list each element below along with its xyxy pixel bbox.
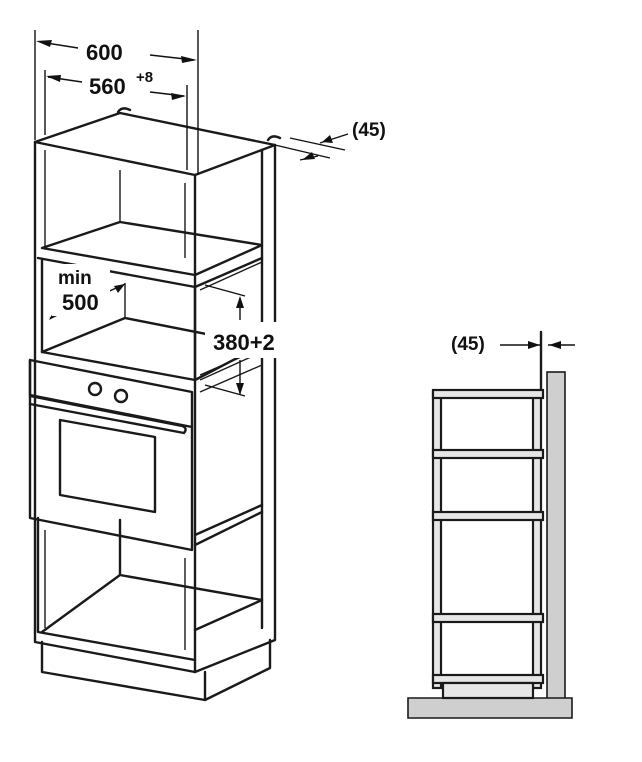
oven-window (58, 418, 157, 514)
front-panel (431, 390, 443, 690)
wall (546, 371, 566, 703)
cabinet-right-side (193, 143, 277, 674)
dim-560-label: 560 (89, 74, 126, 99)
inner-lines (44, 150, 186, 258)
dimension-min-500: min 500 (49, 264, 126, 320)
top-shelf (40, 220, 264, 277)
lower-crossbar (193, 503, 264, 547)
tall-cabinet (28, 107, 282, 702)
dim-45-side-label: (45) (451, 334, 485, 355)
side-section-view: (45) (407, 330, 575, 719)
oven-front (28, 358, 194, 552)
rear-top-mark (116, 107, 282, 142)
plinth-side (441, 681, 535, 700)
dimension-45-top: (45) (274, 120, 386, 161)
dim-600-label: 600 (86, 40, 123, 65)
dim-560-tolerance: +8 (136, 69, 153, 86)
shelf-4 (431, 612, 545, 624)
oven-handle (28, 394, 187, 435)
oven (28, 351, 263, 552)
dim-380-label: 380+2 (213, 330, 275, 355)
oven-knob-right (113, 388, 129, 404)
lower-compartment (36, 516, 264, 662)
floor (407, 697, 573, 719)
oven-top-band (28, 358, 194, 429)
niche-side-line (199, 261, 263, 376)
dimension-560: 560 +8 (44, 69, 188, 170)
rear-panel (531, 390, 543, 690)
dimension-600: 600 (34, 30, 199, 175)
cabinet-plinth (40, 638, 272, 702)
lower-back (44, 530, 186, 650)
oven-knob-left (87, 381, 103, 397)
dim-min-label: min (58, 268, 92, 289)
cabinet-front-frame (33, 140, 197, 674)
niche-opening (40, 258, 197, 382)
dimension-380: 380+2 (204, 284, 285, 397)
shelf-top (431, 388, 545, 400)
shelf-3 (431, 510, 545, 522)
shelf-2 (431, 448, 545, 460)
dim-45-top-label: (45) (352, 120, 386, 141)
shelf-bottom (431, 673, 545, 685)
dim-500-label: 500 (62, 290, 99, 315)
